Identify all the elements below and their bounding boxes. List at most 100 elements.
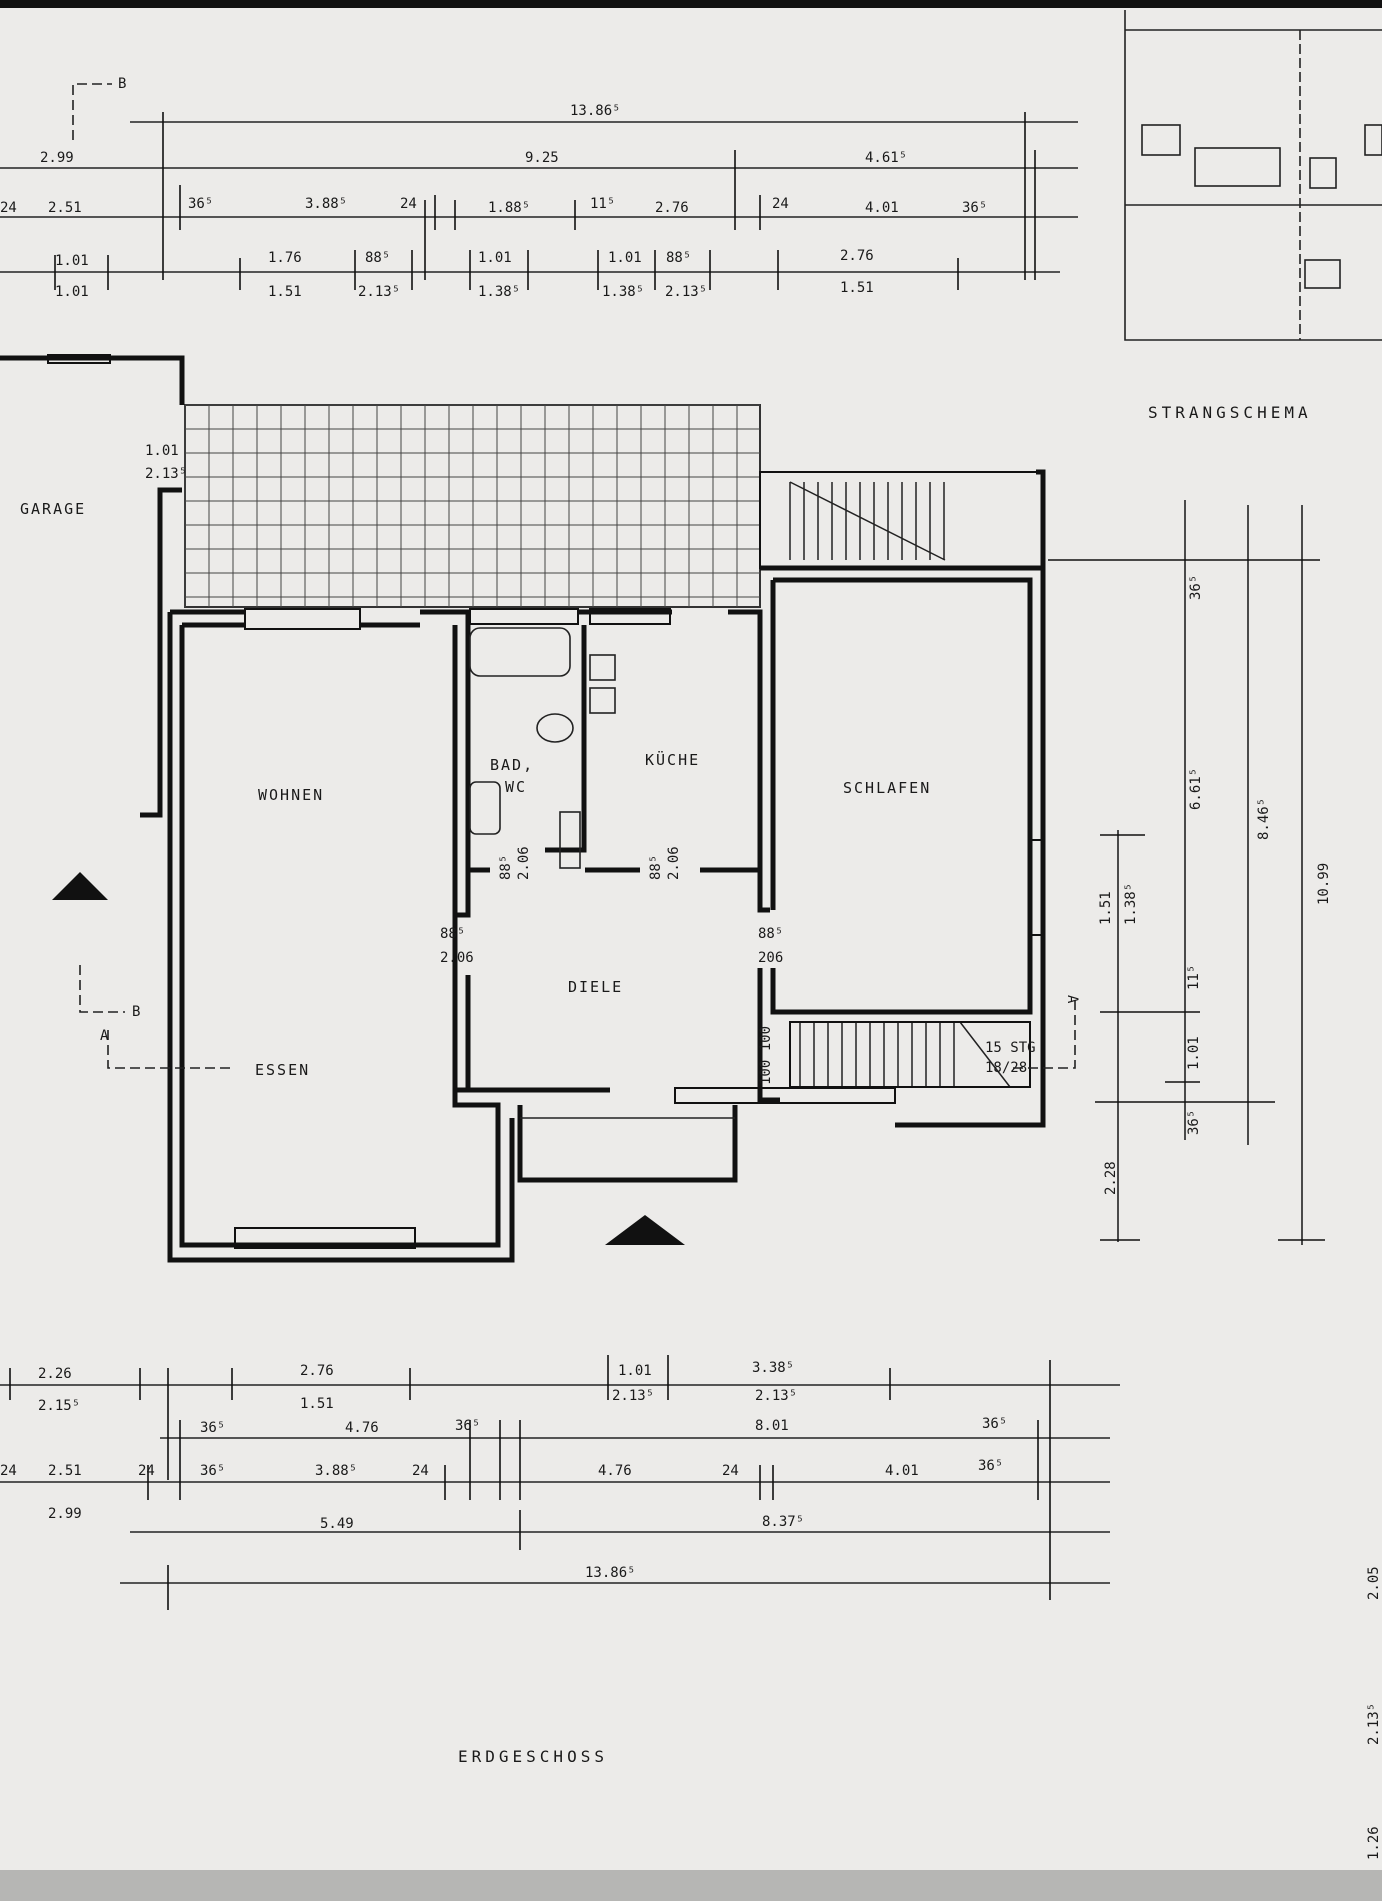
kueche-door-height: 2.06 [666,846,682,880]
bad-door-height: 2.06 [516,846,532,880]
top-dim-row3l-5: 2.13⁵ [665,284,707,300]
top-dim-overall: 13.86⁵ [570,103,621,119]
bottom-dim-row4-2: 8.37⁵ [762,1514,804,1530]
bottom-dim-overall: 13.86⁵ [585,1565,636,1581]
bottom-dim-row1l-3: 2.13⁵ [755,1388,797,1404]
bottom-dim-row3-6: 4.76 [598,1463,632,1479]
bottom-dim-row3-4: 3.88⁵ [315,1463,357,1479]
top-dim-row3l-3: 1.38⁵ [478,284,520,300]
top-dim-row2-8: 24 [772,196,789,212]
stairs: 15 STG 18/28 100 100 [758,481,1036,1088]
garage: GARAGE 1.01 2.13⁵ [0,354,187,818]
bottom-dim-row2-3: 8.01 [755,1418,789,1434]
right-dim-inner-0: 1.51 [1098,891,1114,925]
strangschema-diagram: STRANGSCHEMA [1124,10,1382,422]
kueche-door-width: 88⁵ [648,855,664,880]
top-dim-row1-1: 9.25 [525,150,559,166]
bottom-dim-row1u-2: 1.01 [618,1363,652,1379]
bottom-dim-row3-2: 24 [138,1463,155,1479]
stairs-width: 100 100 [758,1026,774,1085]
bottom-dim-row1u-1: 2.76 [300,1363,334,1379]
strangschema-title: STRANGSCHEMA [1148,403,1312,422]
room-label-garage: GARAGE [20,500,86,518]
terrace-tiles [184,404,761,608]
entrance-arrow-left [52,872,108,900]
right-dim-inner-2: 11⁵ [1186,965,1202,990]
top-dim-row3u-0: 1.01 [55,253,89,269]
schlafen-door-height: 206 [758,950,783,966]
room-label-wohnen: WOHNEN [258,786,324,804]
bottom-dim-row3-0: 24 [0,1463,17,1479]
top-dim-row3l-2: 2.13⁵ [358,284,400,300]
top-dim-row2-10: 36⁵ [962,200,987,216]
bottom-dim-row1l-1: 1.51 [300,1396,334,1412]
top-dim-row2-3: 3.88⁵ [305,196,347,212]
top-dim-row3u-5: 88⁵ [666,250,691,266]
room-label-kueche: KÜCHE [645,750,700,769]
top-dim-row3l-1: 1.51 [268,284,302,300]
right-dim-edge-1: 2.13⁵ [1366,1703,1382,1745]
right-dim-inner-1: 1.38⁵ [1123,883,1139,925]
right-dim-edge-0: 2.05 [1366,1566,1382,1600]
bottom-dim-row2-4: 36⁵ [982,1416,1007,1432]
fixtures [469,627,616,869]
top-dim-row2-2: 36⁵ [188,196,213,212]
room-label-bad: BAD, [490,756,534,774]
right-dim-edge-2: 1.26 [1366,1826,1382,1860]
floor-title: ERDGESCHOSS [458,1747,608,1766]
bottom-dim-row3-1: 2.51 [48,1463,82,1479]
right-dim-mid-0: 36⁵ [1188,575,1204,600]
right-dim-outer-0: 8.46⁵ [1256,798,1272,840]
right-dim-inner-5: 2.28 [1103,1161,1119,1195]
stairs-ratio: 18/28 [985,1060,1027,1076]
top-dim-row1-0: 2.99 [40,150,74,166]
right-dim-mid-1: 6.61⁵ [1188,768,1204,810]
bottom-dim-row3-9: 36⁵ [978,1458,1003,1474]
bottom-dim-row2-1: 4.76 [345,1420,379,1436]
room-label-bad-wc: WC [505,778,527,796]
exterior-walls [167,469,1046,1263]
stairs-steps: 15 STG [985,1040,1036,1056]
right-dim-inner-4: 36⁵ [1186,1110,1202,1135]
wohnen-door-height: 2.06 [440,950,474,966]
right-dim-inner-3: 1.01 [1186,1036,1202,1070]
right-dimension-chains: 1.51 1.38⁵ 11⁵ 1.01 36⁵ 2.28 36⁵ 6.61⁵ 8… [1048,500,1382,1860]
garage-window-height: 2.13⁵ [145,466,187,482]
top-dim-row3l-6: 1.51 [840,280,874,296]
top-dim-row3u-4: 1.01 [608,250,642,266]
bad-door-width: 88⁵ [498,855,514,880]
entrance-arrow-bottom [605,1215,685,1245]
room-label-schlafen: SCHLAFEN [843,779,931,797]
bottom-dim-row2-0: 36⁵ [200,1420,225,1436]
top-dim-row2-9: 4.01 [865,200,899,216]
top-dim-row2-5: 1.88⁵ [488,200,530,216]
top-dim-row3l-4: 1.38⁵ [602,284,644,300]
bottom-dim-row1u-3: 3.38⁵ [752,1360,794,1376]
svg-text:B: B [118,76,126,92]
section-mark-bottom: B A A [79,965,1080,1069]
sheet-top-border [0,0,1382,8]
schlafen-door-width: 88⁵ [758,926,783,942]
bottom-dim-row1l-0: 2.15⁵ [38,1398,80,1414]
top-dim-row1-2: 4.61⁵ [865,150,907,166]
top-dim-row3u-2: 88⁵ [365,250,390,266]
bottom-dim-row3-7: 24 [722,1463,739,1479]
bottom-dim-row4-0: 2.99 [48,1506,82,1522]
room-label-diele: DIELE [568,978,623,996]
room-label-essen: ESSEN [255,1061,310,1079]
bottom-dim-row3-8: 4.01 [885,1463,919,1479]
wohnen-door-width: 88⁵ [440,926,465,942]
top-dim-row2-6: 11⁵ [590,196,615,212]
bottom-dim-row3-5: 24 [412,1463,429,1479]
top-dim-row3u-3: 1.01 [478,250,512,266]
top-dim-row3u-6: 2.76 [840,248,874,264]
top-dim-row2-1: 2.51 [48,200,82,216]
top-dim-row3l-0: 1.01 [55,284,89,300]
top-dimension-chains: 13.86⁵ 2.99 9.25 4.61⁵ 24 2.51 36⁵ 3.88⁵… [0,103,1078,300]
svg-text:A: A [1064,995,1080,1004]
bottom-dim-row3-3: 36⁵ [200,1463,225,1479]
scan-bottom-shadow [0,1870,1382,1901]
section-mark-top: B [72,76,126,140]
